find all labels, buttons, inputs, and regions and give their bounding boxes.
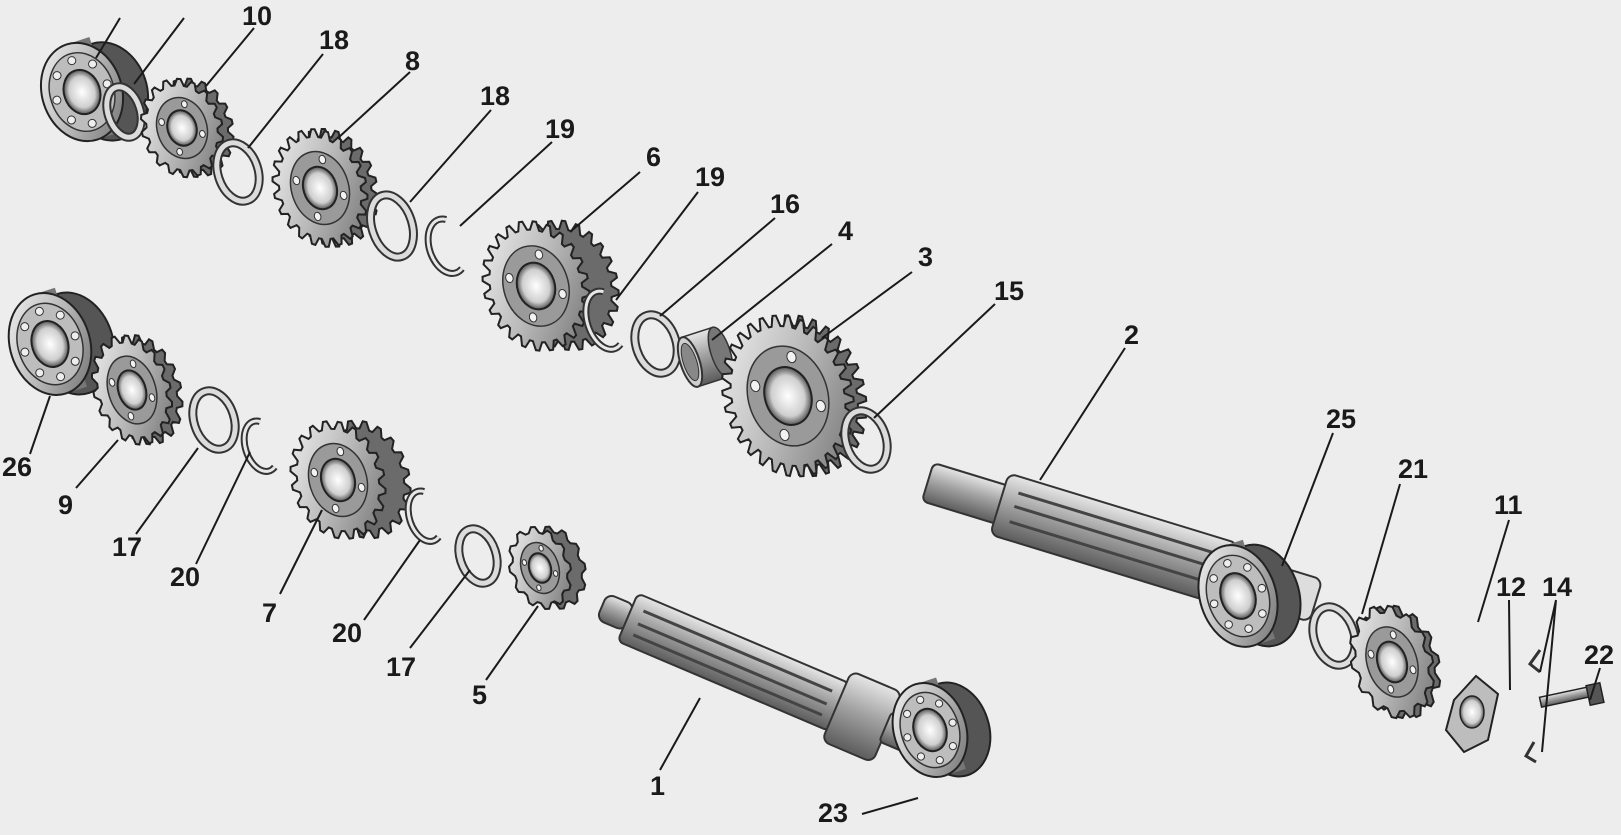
label-3: 3 [918,242,933,272]
leader-line [485,605,539,681]
leader-line [75,439,119,489]
leader-line [569,171,641,233]
leader-line [363,539,421,621]
label-23: 23 [818,798,848,828]
label-1: 1 [650,771,665,801]
label-7: 7 [262,598,277,628]
leader-line [1539,599,1557,753]
leader-line [135,447,199,535]
label-25: 25 [1326,404,1356,434]
leader-line [615,191,699,301]
leader-line [409,569,471,649]
label-19: 19 [545,114,575,144]
leader-line [205,27,255,87]
bearing-25 [1197,539,1302,648]
gear-10 [139,77,235,179]
pin-14 [1527,649,1542,674]
leader-line [409,109,492,203]
circlip-19 [424,215,465,277]
washer-15 [840,406,892,474]
leader-line [711,243,833,341]
bearing-26 [7,287,116,396]
leader-line [279,509,323,595]
label-11: 11 [1494,490,1523,520]
parts-group [7,37,1605,778]
label-8: 8 [405,46,420,76]
leader-line [1477,519,1510,623]
leader-line [337,71,411,139]
shaft-1 [597,594,938,762]
leader-line [1039,347,1126,481]
label-12: 12 [1496,572,1526,602]
leader-line [1361,483,1401,615]
label-17: 17 [386,652,416,682]
leader-line [247,53,324,149]
leader-lines [29,17,1601,815]
leader-line [821,271,913,339]
gear-3 [721,314,868,478]
gear-7 [289,419,412,540]
label-18: 18 [480,81,510,111]
circlip-19b [582,287,624,353]
gear-8 [271,127,379,248]
leader-line [1281,432,1334,567]
label-15: 15 [994,276,1024,306]
leader-line [29,395,51,455]
washer-17 [188,386,240,454]
washer-17b [454,524,502,588]
washer-16 [630,310,682,378]
label-5: 5 [472,680,487,710]
label-6: 6 [646,142,661,172]
leader-line [95,17,121,59]
circlip-20b [404,487,442,545]
leader-line [133,17,185,85]
label-14: 14 [1542,572,1572,602]
label-20: 20 [332,618,362,648]
circlip-20 [240,417,278,475]
label-20: 20 [170,562,200,592]
label-9: 9 [58,490,73,520]
label-22: 22 [1584,640,1614,670]
leader-line [873,303,996,419]
label-2: 2 [1124,320,1139,350]
bearing-top-left [39,37,150,143]
gear-9 [90,334,184,446]
pin-14b [1523,741,1537,764]
circlip-18 [212,138,264,206]
seal-21 [1308,602,1360,670]
leader-line [659,697,701,771]
leader-line [659,217,776,317]
label-21: 21 [1398,454,1428,484]
label-19: 19 [695,162,725,192]
leader-line [195,451,251,565]
label-17: 17 [112,532,142,562]
washer-top-left [102,82,146,142]
label-16: 16 [770,189,800,219]
sprocket-11 [1349,604,1442,720]
label-4: 4 [838,216,853,246]
label-10: 10 [242,1,272,31]
leader-line [1589,667,1601,701]
gear-5 [507,525,587,611]
label-26: 26 [2,452,32,482]
label-18: 18 [319,25,349,55]
leader-line [459,141,553,227]
bearing-23 [891,677,992,778]
leader-line [861,797,919,815]
leader-line [1508,599,1511,691]
circlip-18b [366,190,418,262]
